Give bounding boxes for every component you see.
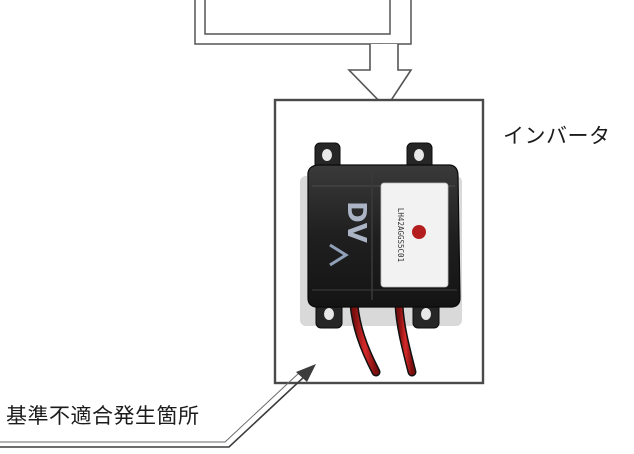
device-marking: DV xyxy=(341,201,371,243)
defect-location-label: 基準不適合発生箇所 xyxy=(6,404,200,428)
power-wires xyxy=(349,300,417,377)
inverter-label: インバータ xyxy=(503,124,611,148)
down-arrow xyxy=(347,44,413,110)
tab-holes xyxy=(322,149,431,320)
device-serial: LH42AGGS5C01 xyxy=(396,208,405,262)
defect-leader-arrow xyxy=(0,364,316,448)
brand-logo xyxy=(412,225,426,239)
inverter-photo: DV LH42AGGS5C01 xyxy=(300,142,462,377)
